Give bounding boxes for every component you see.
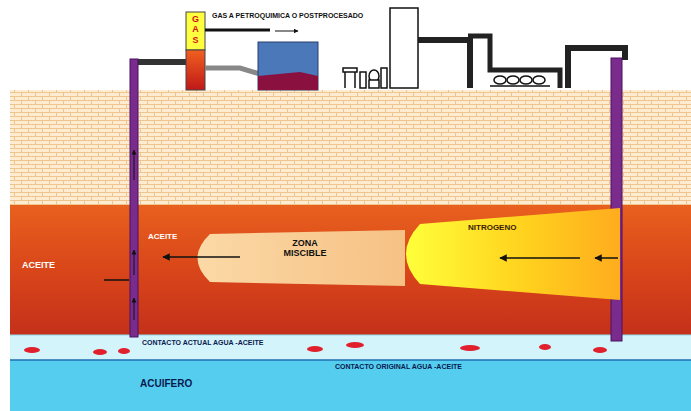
node-sublabel: ACUIFERO — [140, 378, 192, 390]
injection-pipe — [418, 40, 470, 88]
miscible-zone: ZONA MISCIBLE — [185, 230, 405, 286]
oil-flow-arrow — [163, 256, 240, 258]
gas-destination-label: GAS A PETROQUIMICA O POSTPROCESADO — [212, 12, 363, 20]
gas-line — [205, 29, 270, 32]
current-water-oil-contact: CONTACTO ACTUAL AGUA -ACEITE — [0, 335, 691, 360]
flow-label: ACEITE — [148, 232, 177, 241]
node-label: ACEITE — [22, 260, 55, 270]
aquifer — [10, 360, 691, 411]
production-pipe — [134, 59, 186, 65]
residual-oil-blobs — [24, 342, 607, 355]
nitrogen-plant-tower — [390, 8, 418, 88]
injection-pipe — [468, 36, 560, 88]
gas-vessel: G A S — [186, 12, 207, 50]
miscible-zone-outline — [198, 230, 406, 286]
nitrogen-flow-arrow — [500, 257, 580, 259]
separator-vessel — [186, 50, 205, 90]
injection-arrow — [595, 257, 618, 259]
node-label: CONTACTO ACTUAL AGUA -ACEITE — [142, 339, 263, 347]
node-label: G A S — [186, 14, 205, 45]
nitrogen-front: NITROGENO — [390, 208, 620, 300]
node-label: NITROGENO — [468, 223, 516, 232]
water-band — [10, 335, 691, 360]
nitrogen-front-shape — [390, 208, 620, 300]
storage-tank — [258, 42, 318, 90]
overburden — [10, 90, 691, 205]
node-label: ZONA MISCIBLE — [273, 238, 337, 259]
production-well — [130, 59, 138, 337]
oil-reservoir — [10, 205, 691, 335]
tank-oil — [258, 72, 318, 90]
nitrogen-front-outline — [406, 208, 620, 300]
compression-equipment — [343, 68, 387, 88]
compressor-coils — [490, 76, 550, 86]
aquifer: CONTACTO ORIGINAL AGUA -ACEITE ACUIFERO — [0, 360, 691, 411]
oil-reservoir: ACEITE ZONA MISCIBLE NITROGENO — [10, 205, 691, 335]
gas-vessel — [186, 12, 205, 50]
node-label: CONTACTO ORIGINAL AGUA -ACEITE — [335, 363, 462, 371]
